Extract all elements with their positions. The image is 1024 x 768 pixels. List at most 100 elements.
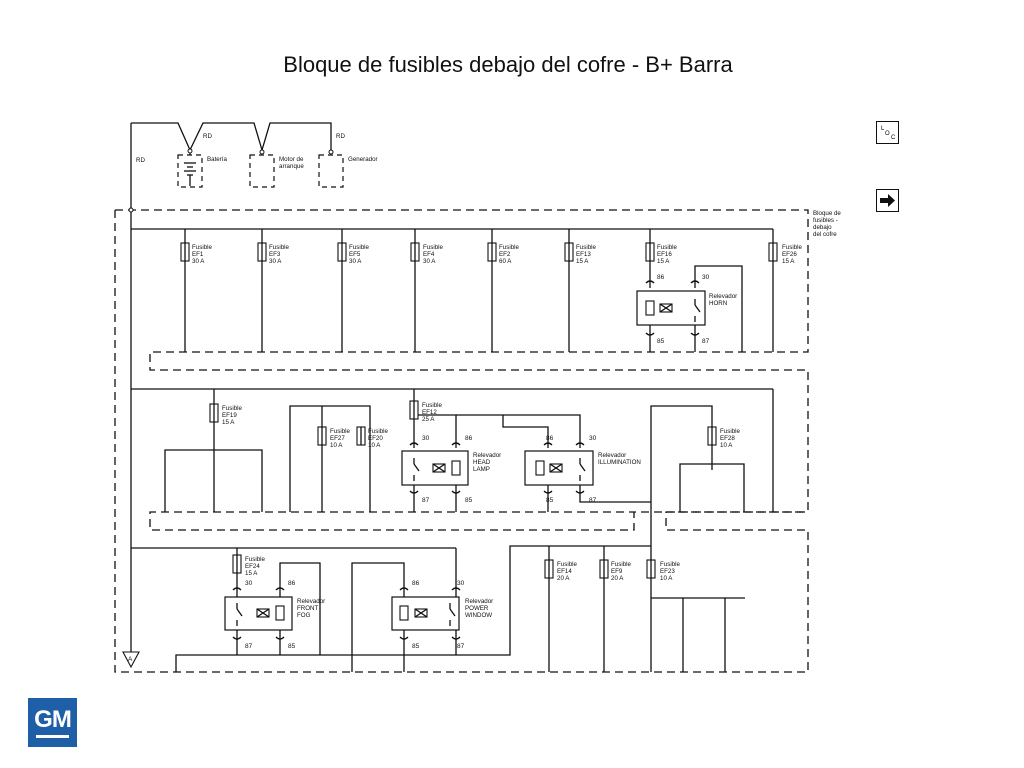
fuse-rating: 10 A	[330, 442, 343, 449]
connector-a-icon	[122, 651, 140, 669]
gm-logo: GM	[28, 698, 77, 747]
fuse-ef13	[564, 242, 574, 262]
relay-name: ILLUMINATION	[598, 459, 641, 466]
fuse-id: EF1	[192, 251, 204, 258]
fuse-rating: 10 A	[720, 442, 733, 449]
wire-color-label: RD	[203, 133, 212, 140]
fuse-id: EF13	[576, 251, 591, 258]
fuse-rating: 15 A	[222, 419, 235, 426]
fuse-ef1	[180, 242, 190, 262]
relay-pin: 86	[657, 274, 665, 281]
relay-pin: 87	[245, 643, 253, 650]
fuse-id: EF23	[660, 568, 675, 575]
generator-label: Generador	[348, 156, 378, 163]
relay-name: FOG	[297, 612, 311, 619]
connector-label: A	[128, 656, 133, 663]
fuse-id: EF3	[269, 251, 281, 258]
fuse-word: Fusible	[499, 244, 520, 251]
battery-label: Batería	[207, 156, 228, 163]
block-label: del cofre	[813, 231, 837, 238]
fuse-id: EF5	[349, 251, 361, 258]
fuse-id: EF24	[245, 563, 260, 570]
fuse-id: EF19	[222, 412, 237, 419]
relay-name: FRONT	[297, 605, 319, 612]
fuse-id: EF28	[720, 435, 735, 442]
fuse-ef23	[646, 559, 656, 579]
fuse-word: Fusible	[657, 244, 678, 251]
loc-glyph: L O C	[881, 126, 896, 141]
relay-illumination	[524, 442, 594, 494]
block-label: Bloque de	[813, 210, 841, 217]
logo-text: GM	[34, 705, 72, 733]
relay-word: Relevador	[473, 452, 501, 459]
relay-word: Relevador	[709, 293, 737, 300]
fuse-id: EF2	[499, 251, 511, 258]
relay-name: LAMP	[473, 466, 490, 473]
fuse-rating: 30 A	[423, 258, 436, 265]
arrow-right-icon[interactable]	[876, 189, 899, 212]
fuse-ef28	[707, 426, 717, 446]
fuse-id: EF20	[368, 435, 383, 442]
fuse-id: EF4	[423, 251, 435, 258]
fuse-word: Fusible	[660, 561, 681, 568]
fuse-word: Fusible	[576, 244, 597, 251]
relay-word: Relevador	[297, 598, 325, 605]
fuse-rating: 15 A	[245, 570, 258, 577]
relay-pin: 86	[546, 435, 554, 442]
fuse-id: EF16	[657, 251, 672, 258]
fuse-block-outline	[114, 209, 809, 673]
relay-word: Relevador	[465, 598, 493, 605]
starter-icon	[249, 149, 275, 188]
fuse-ef4	[410, 242, 420, 262]
fuse-id: EF12	[422, 409, 437, 416]
relay-pin: 30	[457, 580, 465, 587]
fuse-rating: 20 A	[611, 575, 624, 582]
fuse-ef27	[317, 426, 327, 446]
fuse-rating: 10 A	[660, 575, 673, 582]
fuse-ef26	[768, 242, 778, 262]
starter-label: arranque	[279, 163, 304, 170]
relay-front-fog	[224, 587, 293, 640]
fuse-rating: 60 A	[499, 258, 512, 265]
fuse-rating: 15 A	[657, 258, 670, 265]
relay-pin: 85	[288, 643, 296, 650]
relay-pin: 86	[288, 580, 296, 587]
generator-icon	[318, 149, 344, 188]
svg-text:C: C	[891, 135, 896, 141]
fuse-id: EF26	[782, 251, 797, 258]
fuse-rating: 30 A	[349, 258, 362, 265]
relay-pin: 85	[465, 497, 473, 504]
relay-pin: 87	[457, 643, 465, 650]
fuse-word: Fusible	[245, 556, 266, 563]
relay-pin: 85	[546, 497, 554, 504]
fuse-rating: 15 A	[576, 258, 589, 265]
fuse-word: Fusible	[782, 244, 803, 251]
fuse-rating: 25 A	[422, 416, 435, 423]
fuse-ef9	[599, 559, 609, 579]
relay-pin: 87	[422, 497, 430, 504]
fuse-word: Fusible	[368, 428, 389, 435]
fuse-rating: 30 A	[192, 258, 205, 265]
logo-underline	[36, 734, 69, 738]
wire-color-label: RD	[336, 133, 345, 140]
relay-horn	[636, 280, 706, 336]
fuse-ef14	[544, 559, 554, 579]
block-label: fusibles -	[813, 217, 838, 224]
fuse-word: Fusible	[422, 402, 443, 409]
relay-pin: 87	[589, 497, 597, 504]
fuse-ef12	[409, 400, 419, 420]
relay-pin: 30	[245, 580, 253, 587]
location-icon[interactable]: L O C	[876, 121, 899, 144]
row3-wires	[131, 545, 745, 672]
fuse-word: Fusible	[349, 244, 370, 251]
fuse-word: Fusible	[611, 561, 632, 568]
starter-label: Motor de	[279, 156, 304, 163]
fuse-rating: 20 A	[557, 575, 570, 582]
page-title: Bloque de fusibles debajo del cofre - B+…	[283, 52, 733, 77]
relay-pin: 30	[702, 274, 710, 281]
fuse-word: Fusible	[222, 405, 243, 412]
fuse-word: Fusible	[423, 244, 444, 251]
fuse-ef2	[487, 242, 497, 262]
block-label: debajo	[813, 224, 832, 231]
